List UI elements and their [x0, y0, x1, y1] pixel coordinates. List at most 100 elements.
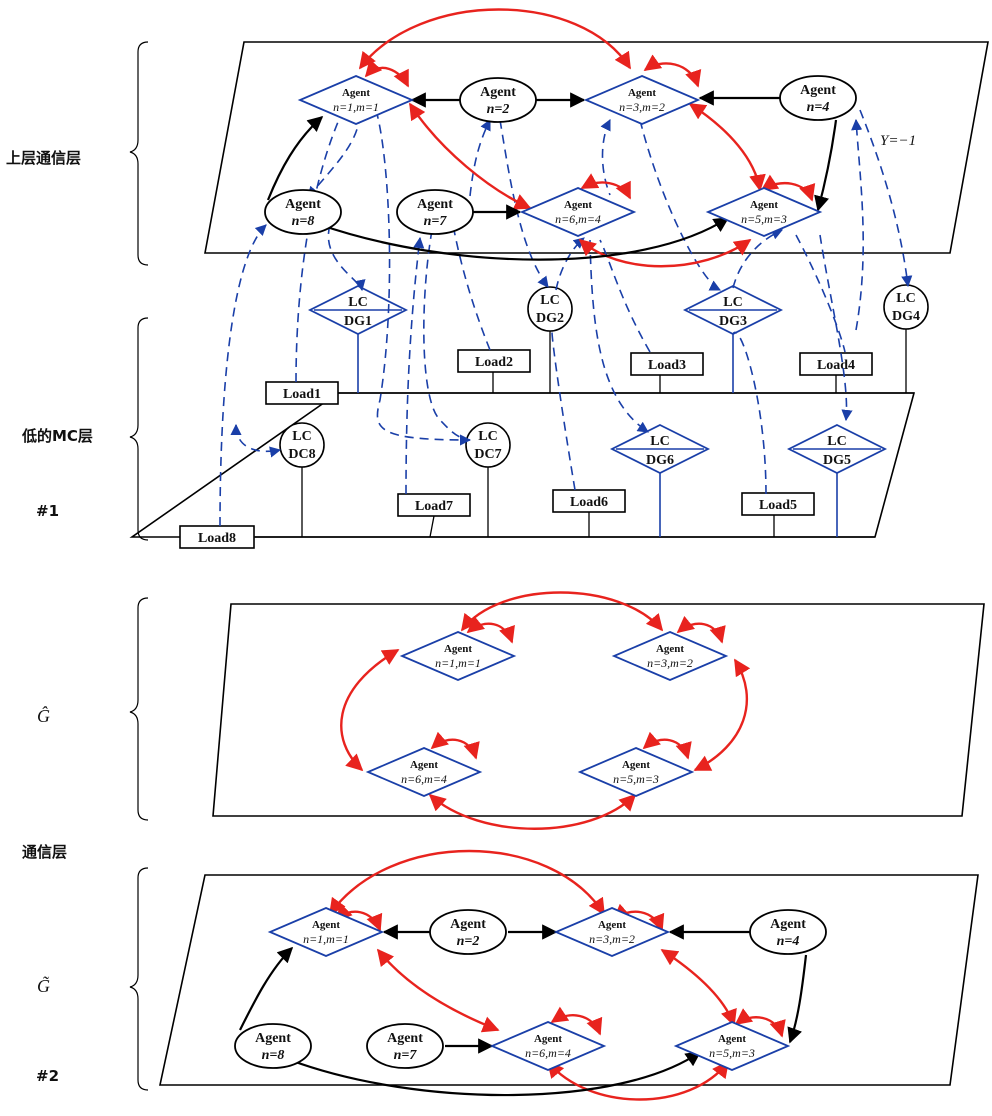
svg-text:n=5,m=3: n=5,m=3	[741, 212, 787, 226]
svg-text:n=4: n=4	[807, 100, 830, 115]
upper-agent-8: Agent n=8	[264, 189, 342, 235]
svg-text:Agent: Agent	[534, 1033, 562, 1045]
gtilde-agent-1: Agent n=1,m=1	[267, 907, 385, 957]
svg-text:Agent: Agent	[480, 85, 516, 100]
dc8-label: DC8	[288, 447, 315, 462]
svg-text:n=6,m=4: n=6,m=4	[555, 212, 601, 226]
svg-text:LC: LC	[292, 429, 311, 444]
svg-text:n=1,m=1: n=1,m=1	[303, 932, 349, 946]
svg-text:LC: LC	[540, 293, 559, 308]
load3-label: Load3	[648, 358, 686, 373]
brace-upper	[129, 41, 149, 266]
upper-agent-5: Agent n=5,m=3	[705, 187, 823, 237]
svg-text:n=8: n=8	[262, 1048, 285, 1063]
load8-box: Load8	[179, 525, 255, 549]
annotation-y: Y=−1	[880, 133, 916, 149]
svg-text:n=4: n=4	[777, 934, 800, 949]
lc-dg4-circle: LC DG4	[883, 284, 929, 330]
load6-label: Load6	[570, 495, 608, 510]
gtilde-black-links	[239, 924, 808, 1097]
svg-text:n=7: n=7	[394, 1048, 418, 1063]
ghat-agent-5: Agent n=5,m=3	[577, 747, 695, 797]
svg-text:Agent: Agent	[750, 199, 778, 211]
load4-label: Load4	[817, 358, 855, 373]
ghat-agent-3: Agent n=3,m=2	[611, 631, 729, 681]
svg-text:Agent: Agent	[255, 1031, 291, 1046]
upper-agent-3: Agent n=3,m=2	[583, 75, 701, 125]
label-ghat: Ĝ	[37, 705, 50, 726]
ghat-red-links	[340, 591, 751, 830]
brace-lower	[129, 317, 149, 541]
upper-agent-1: Agent n=1,m=1	[297, 75, 415, 125]
load7-label: Load7	[415, 499, 453, 514]
load2-box: Load2	[457, 349, 531, 373]
label-upper-comm-layer: 上层通信层	[6, 149, 81, 167]
gtilde-agent-7: Agent n=7	[366, 1023, 444, 1069]
svg-text:n=1,m=1: n=1,m=1	[333, 100, 379, 114]
brace-ghat	[129, 597, 149, 821]
label-num2: #2	[36, 1067, 59, 1085]
load5-label: Load5	[759, 498, 797, 513]
upper-agent-6: Agent n=6,m=4	[519, 187, 637, 237]
lc-dc7-circle: LC DC7	[465, 422, 511, 468]
svg-text:n=5,m=3: n=5,m=3	[709, 1046, 755, 1060]
svg-text:n=3,m=2: n=3,m=2	[619, 100, 665, 114]
gtilde-agent-4: Agent n=4	[749, 909, 827, 955]
svg-text:Agent: Agent	[564, 199, 592, 211]
dg1-label: DG1	[344, 314, 372, 329]
svg-text:n=3,m=2: n=3,m=2	[589, 932, 635, 946]
label-gtilde: G̃	[37, 976, 50, 996]
svg-text:Agent: Agent	[770, 917, 806, 932]
lower-mc-layer: Load1 Load2 Load3 Load4 Load5 Load6 Load…	[179, 284, 929, 549]
svg-text:Agent: Agent	[718, 1033, 746, 1045]
ghat-nodes: Agent n=1,m=1 Agent n=3,m=2 Agent n=6,m=…	[365, 631, 729, 797]
svg-text:n=8: n=8	[292, 214, 315, 229]
dg6-label: DG6	[646, 453, 674, 468]
load7-box: Load7	[397, 493, 471, 517]
lc-dg5-diamond: LC DG5	[786, 423, 888, 475]
brace-gtilde	[129, 867, 149, 1091]
label-lower-mc-layer: 低的MC层	[21, 427, 93, 445]
svg-text:Agent: Agent	[656, 643, 684, 655]
svg-text:n=6,m=4: n=6,m=4	[525, 1046, 571, 1060]
svg-text:n=7: n=7	[424, 214, 448, 229]
ghat-agent-6: Agent n=6,m=4	[365, 747, 483, 797]
svg-text:Agent: Agent	[628, 87, 656, 99]
lc-dg2-circle: LC DG2	[527, 286, 573, 332]
upper-black-links	[266, 90, 838, 261]
svg-text:n=6,m=4: n=6,m=4	[401, 772, 447, 786]
svg-text:LC: LC	[650, 434, 669, 449]
svg-text:LC: LC	[896, 291, 915, 306]
load3-box: Load3	[630, 352, 704, 376]
upper-agent-4: Agent n=4	[779, 75, 857, 121]
svg-text:n=2: n=2	[457, 934, 480, 949]
load8-label: Load8	[198, 531, 236, 546]
svg-text:LC: LC	[723, 295, 742, 310]
plane-gtilde	[159, 874, 979, 1086]
left-annotations: 上层通信层 低的MC层 #1 Ĝ 通信层 G̃ #2	[6, 41, 149, 1091]
gtilde-red-links	[329, 849, 786, 1101]
upper-nodes: Agent n=1,m=1 Agent n=2 Agent n=3,m=2 Ag…	[264, 75, 916, 237]
lc-dg3-diamond: LC DG3	[682, 284, 784, 336]
dc7-label: DC7	[474, 447, 501, 462]
dg5-label: DG5	[823, 453, 851, 468]
label-comm-layer: 通信层	[22, 843, 67, 861]
svg-text:Agent: Agent	[285, 197, 321, 212]
upper-agent-2: Agent n=2	[459, 77, 537, 123]
load4-box: Load4	[799, 352, 873, 376]
svg-text:Agent: Agent	[800, 83, 836, 98]
svg-text:Agent: Agent	[622, 759, 650, 771]
svg-text:n=3,m=2: n=3,m=2	[647, 656, 693, 670]
label-num1: #1	[36, 502, 59, 520]
gtilde-agent-3: Agent n=3,m=2	[553, 907, 671, 957]
gtilde-agent-8: Agent n=8	[234, 1023, 312, 1069]
svg-text:Agent: Agent	[417, 197, 453, 212]
svg-text:Agent: Agent	[598, 919, 626, 931]
plane-ghat	[212, 603, 985, 817]
dg2-label: DG2	[536, 311, 564, 326]
svg-text:n=5,m=3: n=5,m=3	[613, 772, 659, 786]
svg-text:LC: LC	[478, 429, 497, 444]
upper-agent-7: Agent n=7	[396, 189, 474, 235]
load1-label: Load1	[283, 387, 321, 402]
